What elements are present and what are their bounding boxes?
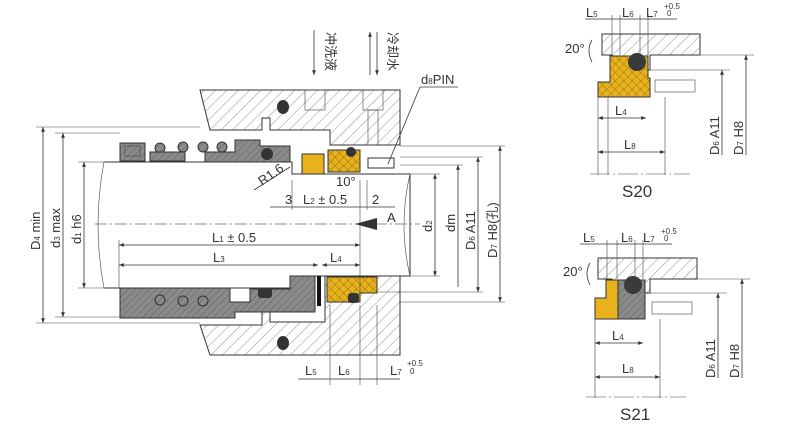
dim-l4: L4: [330, 250, 342, 265]
dim-l5: L5: [305, 363, 317, 378]
s21-d7-h8: D7 H8: [727, 344, 742, 378]
s20-l8: L8: [624, 137, 636, 152]
view-a-label: A: [387, 210, 396, 225]
dim-d1-h6: d1 h6: [69, 214, 84, 244]
dim-d4-min: D4 min: [28, 212, 43, 250]
s21-l7-tol-up: +0.5: [661, 227, 677, 236]
rotating-assembly-lower: [119, 275, 378, 319]
rotating-assembly-upper: [119, 139, 361, 175]
s20-l4: L4: [615, 103, 627, 118]
dim-l2: L2 ± 0.5: [303, 192, 347, 207]
angle-label: 10°: [336, 174, 356, 189]
s20-l7-tol-low: 0: [667, 9, 672, 18]
s21-angle: 20°: [563, 264, 583, 279]
dim-d3-max: d3 max: [48, 208, 63, 248]
pin-label: d8PIN: [421, 72, 454, 87]
s20-d6-a11: D6 A11: [707, 116, 722, 155]
s21-l5: L5: [583, 230, 595, 245]
dim-dm: dm: [443, 214, 458, 232]
s20-d7-h8: D7 H8: [731, 121, 746, 155]
flush-label: 冲洗液: [323, 32, 338, 71]
dim-l7-tol-low: 0: [410, 367, 415, 376]
radial-dimension-lines: [36, 126, 505, 324]
s21-l6: L6: [621, 230, 633, 245]
s21-l7-tol-low: 0: [664, 234, 669, 243]
dim-l1: L1 ± 0.5: [212, 230, 256, 245]
dim-l6: L6: [338, 363, 350, 378]
s20-angle: 20°: [565, 41, 585, 56]
s21-l8: L8: [622, 361, 634, 376]
cooling-arrows-icon: [368, 31, 379, 75]
s20-title: S20: [622, 182, 652, 201]
s21-l4: L4: [612, 328, 624, 343]
cooling-label: 冷却水: [385, 32, 400, 71]
dim-l3: L3: [213, 250, 225, 265]
dim-l7: L7: [390, 363, 402, 378]
dim-2: 2: [372, 192, 379, 207]
detail-s21: [580, 240, 750, 398]
dim-l7-tol-up: +0.5: [407, 359, 423, 368]
pin: [367, 157, 395, 169]
s21-d6-a11: D6 A11: [703, 339, 718, 378]
view-arrow-icon: [355, 218, 377, 230]
s20-l7: L7: [646, 5, 658, 20]
dim-d6-a11: D6 A11: [463, 211, 478, 250]
s20-l5: L5: [586, 5, 598, 20]
housing-upper: [199, 89, 401, 146]
detail-s20: [585, 15, 754, 175]
dim-d7-h8: D7 H8(孔): [485, 202, 500, 258]
s20-l7-tol-up: +0.5: [664, 2, 680, 11]
s20-l6: L6: [622, 5, 634, 20]
s21-title: S21: [620, 405, 650, 424]
s21-l7: L7: [643, 230, 655, 245]
dim-d2: d2: [420, 220, 435, 232]
dim-3: 3: [285, 192, 292, 207]
